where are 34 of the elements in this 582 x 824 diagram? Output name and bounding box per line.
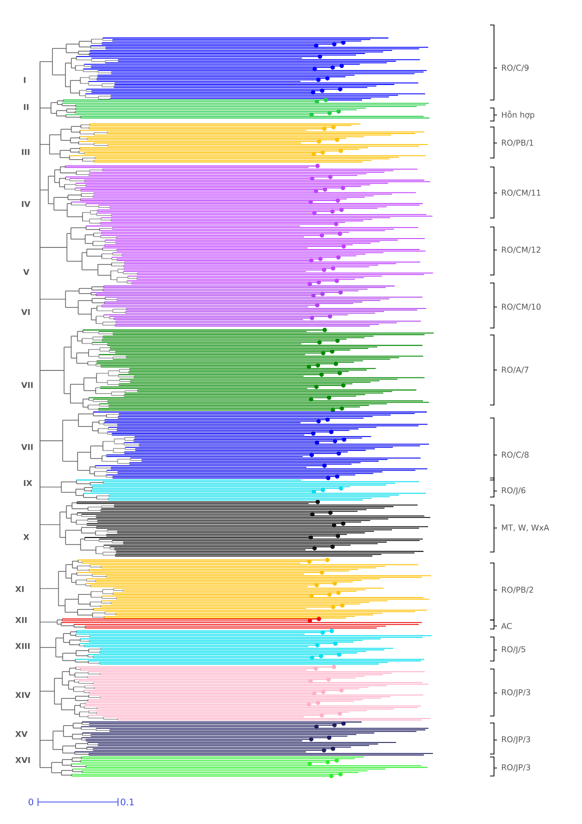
group-label: RO/A/7 xyxy=(502,366,528,374)
scale-label: 0 xyxy=(28,798,34,806)
group-label: RO/C/8 xyxy=(502,452,529,458)
cluster-label: XIII xyxy=(15,643,30,649)
cluster-label: I xyxy=(24,77,26,83)
cluster-label: VII xyxy=(21,444,33,450)
group-label: RO/CM/10 xyxy=(502,304,541,310)
cluster-label: II xyxy=(24,104,28,110)
group-label: RO/J/5 xyxy=(502,646,526,654)
group-label: RO/CM/12 xyxy=(502,246,540,254)
group-label: RO/JP/3 xyxy=(502,736,530,744)
group-label: RO/C/9 xyxy=(502,64,529,72)
cluster-label: VII xyxy=(21,382,33,388)
cluster-label: VI xyxy=(21,309,30,315)
cluster-label: X xyxy=(23,534,30,540)
cluster-label: XI xyxy=(15,586,24,592)
group-label: MT, W, WxA xyxy=(502,524,550,532)
cluster-label: XVI xyxy=(15,757,30,763)
group-label: Hỗn hợp xyxy=(502,110,534,120)
cluster-label: XII xyxy=(15,617,27,623)
scale-label: 0.1 xyxy=(120,798,134,806)
group-label: RO/J/6 xyxy=(502,487,526,495)
group-label: RO/PB/2 xyxy=(502,586,534,594)
cluster-label: IV xyxy=(22,201,30,207)
cluster-label: XIV xyxy=(15,692,30,698)
group-label: RO/JP/3 xyxy=(502,764,530,772)
group-label: RO/JP/3 xyxy=(502,689,530,697)
cluster-label: XV xyxy=(15,731,28,737)
group-label: RO/CM/11 xyxy=(502,190,540,196)
group-label: RO/PB/1 xyxy=(502,140,534,146)
cluster-label: IX xyxy=(24,480,32,486)
cluster-label: V xyxy=(23,269,30,275)
group-label: AC xyxy=(501,622,512,630)
cluster-label: III xyxy=(22,149,30,155)
